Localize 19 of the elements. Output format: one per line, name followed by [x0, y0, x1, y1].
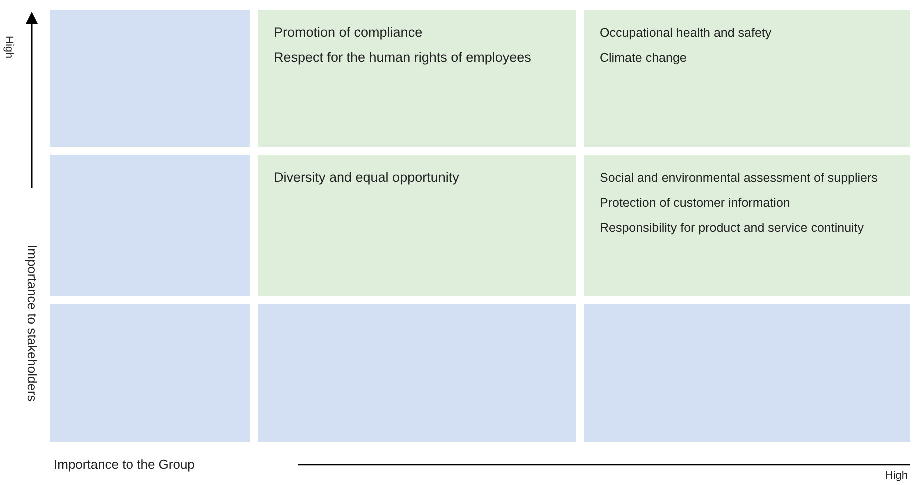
- axis-title: Importance to stakeholders: [25, 245, 40, 402]
- empty-cell: [584, 304, 910, 442]
- topic-text: Protection of customer information: [600, 195, 792, 212]
- topic-text: Climate change: [600, 50, 688, 67]
- topic-text: Occupational health and safety: [600, 25, 773, 42]
- empty-cell: [50, 10, 250, 147]
- empty-cell: [50, 304, 250, 442]
- topic-text: Social and environmental assessment of suppliers: [600, 170, 879, 187]
- topic-text: Responsibility for product and service continuity: [600, 220, 866, 237]
- axis-title: Importance to the Group: [54, 457, 195, 472]
- matrix-cell: [258, 10, 576, 147]
- empty-cell: [258, 304, 576, 442]
- matrix-cell: [258, 155, 576, 296]
- matrix-cell: [584, 10, 910, 147]
- matrix-cell: [584, 155, 910, 296]
- topic-text: Promotion of compliance: [274, 24, 424, 42]
- empty-cell: [50, 155, 250, 296]
- topic-text: Respect for the human rights of employees: [274, 49, 532, 67]
- topic-text: Diversity and equal opportunity: [274, 169, 460, 187]
